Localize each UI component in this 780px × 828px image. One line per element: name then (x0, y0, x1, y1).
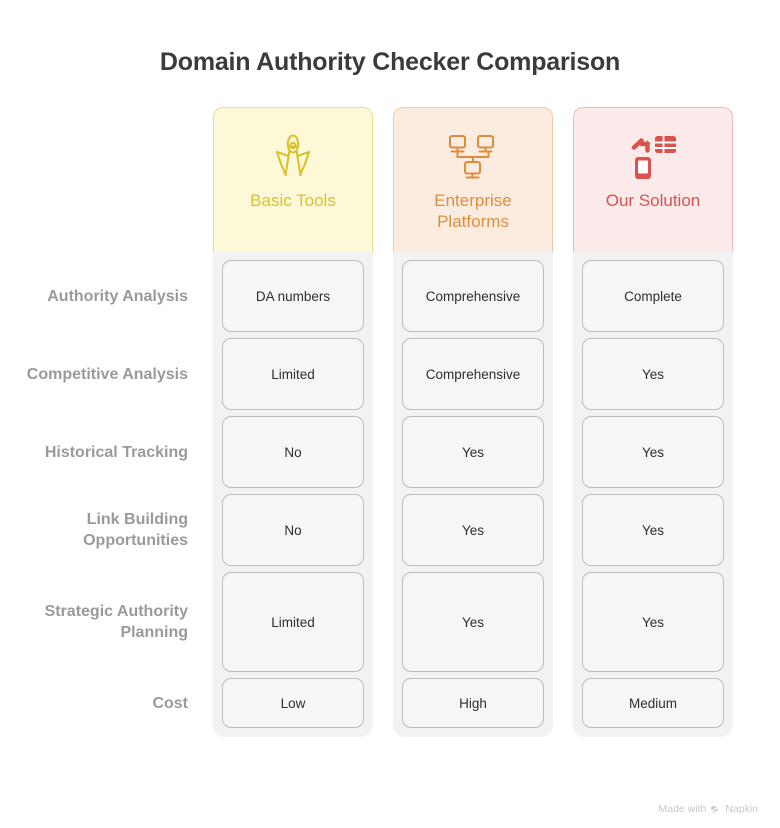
matrix-cell[interactable]: High (402, 678, 544, 728)
matrix-cell[interactable]: Yes (402, 416, 544, 488)
networked-computers-icon (442, 128, 504, 186)
matrix-cell[interactable]: Yes (582, 572, 724, 672)
column-header-enterprise-platforms[interactable]: Enterprise Platforms (393, 107, 553, 252)
row-label: Cost (152, 694, 188, 712)
column-header-label: Basic Tools (250, 191, 336, 210)
column-header-label: Enterprise Platforms (434, 191, 512, 231)
matrix-cell[interactable]: Limited (222, 338, 364, 410)
column-header-our-solution[interactable]: Our Solution (573, 107, 733, 252)
matrix-cell[interactable]: No (222, 494, 364, 566)
row-label: Competitive Analysis (26, 365, 188, 383)
matrix-cell[interactable]: Yes (582, 338, 724, 410)
pliers-tool-icon (262, 128, 324, 186)
mobile-sync-spreadsheet-icon (622, 128, 684, 186)
matrix-cell[interactable]: Comprehensive (402, 260, 544, 332)
matrix-cell[interactable]: Low (222, 678, 364, 728)
matrix-cell[interactable]: Medium (582, 678, 724, 728)
row-label: Link Building Opportunities (83, 511, 188, 549)
napkin-watermark: Made with Napkin (658, 803, 758, 815)
watermark-prefix: Made with (658, 803, 707, 815)
matrix-cell[interactable]: Comprehensive (402, 338, 544, 410)
watermark-brand: Napkin (725, 803, 758, 815)
matrix-cell[interactable]: Yes (582, 494, 724, 566)
page-title: Domain Authority Checker Comparison (159, 48, 621, 76)
matrix-cell[interactable]: DA numbers (222, 260, 364, 332)
matrix-cell[interactable]: Yes (582, 416, 724, 488)
row-label: Authority Analysis (47, 287, 188, 305)
matrix-cell[interactable]: Complete (582, 260, 724, 332)
row-label: Historical Tracking (44, 443, 188, 461)
row-label: Strategic Authority Planning (44, 603, 188, 641)
matrix-cell[interactable]: No (222, 416, 364, 488)
column-header-label: Our Solution (605, 191, 701, 210)
matrix-cell[interactable]: Limited (222, 572, 364, 672)
matrix-cell[interactable]: Yes (402, 494, 544, 566)
column-header-basic-tools[interactable]: Basic Tools (213, 107, 373, 252)
napkin-chevron-logo-icon (710, 804, 721, 815)
matrix-cell[interactable]: Yes (402, 572, 544, 672)
